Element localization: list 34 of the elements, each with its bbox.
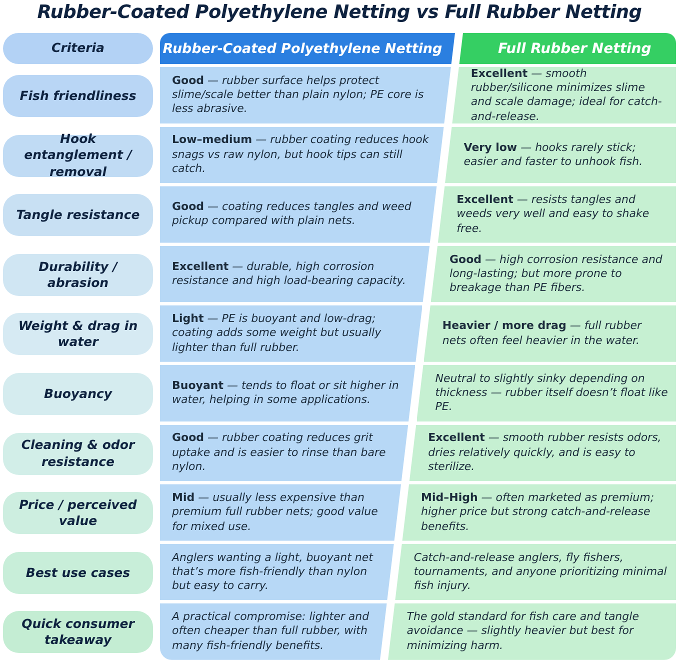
row-header: Quick consumer takeaway — [3, 611, 153, 654]
table-cell: Neutral to slightly sinky depending on thickness — rubber itself doesn’t float like PE. — [416, 365, 676, 422]
table-cell: A practical compromise: lighter and often cheaper than full rubber, with many fish-friendly benefits. — [160, 603, 387, 660]
table-cell: Good — high corrosion resistance and long-lasting; but more prone to breakage than PE fibers. — [430, 246, 676, 302]
table-cell: Good — coating reduces tangles and weed pickup compared with plain nets. — [160, 186, 437, 243]
table-cell: Excellent — resists tangles and weeds very well and easy to shake free. — [438, 186, 676, 243]
column-header: Full Rubber Netting — [459, 33, 676, 64]
row-header: Buoyancy — [3, 373, 153, 415]
row-header: Cleaning & odor resistance — [3, 432, 153, 475]
row-header: Weight & drag in water — [3, 313, 153, 356]
row-header: Fish friendliness — [3, 75, 153, 117]
table-cell: Very low — hooks rarely stick; easier and faster to unhook fish. — [445, 126, 676, 184]
table-cell: Excellent — smooth rubber/silicone minimizes slime and scale damage; ideal for catch-and-release. — [452, 67, 676, 124]
table-cell: Mid–High — often marketed as premium; higher price but strong catch-and-release benefits. — [402, 484, 676, 541]
table-cell: Mid — usually less expensive than premium full rubber nets; good value for mixed use. — [160, 484, 402, 541]
row-header: Tangle resistance — [3, 194, 153, 236]
table-cell: Catch-and-release anglers, fly fishers, tournaments, and anyone prioritizing minimal fish injury. — [395, 544, 676, 600]
table-cell: Good — rubber coating reduces grit uptake and is easier to rinse than bare nylon. — [160, 424, 408, 482]
row-header: Durability / abrasion — [3, 254, 153, 296]
table-cell: Excellent — smooth rubber resists odors, dries relatively quickly, and is easy to sterilize. — [409, 424, 676, 482]
row-header: Price / perceived value — [3, 492, 153, 534]
table-cell: Anglers wanting a light, buoyant net that’s more fish-friendly than nylon but easy to carry. — [160, 544, 394, 600]
table-cell: Excellent — durable, high corrosion resistance and high load-bearing capacity. — [160, 246, 430, 302]
column-header: Criteria — [3, 33, 153, 64]
table-cell: Buoyant — tends to float or sit higher in water, helping in some applications. — [160, 365, 416, 422]
table-cell: Good — rubber surface helps protect slime/scale better than plain nylon; PE core is less abrasive. — [160, 67, 451, 124]
table-cell: Light — PE is buoyant and low-drag; coating adds some weight but usually lighter than full rubber. — [160, 305, 422, 362]
table-cell: The gold standard for fish care and tangle avoidance — slightly heavier but best for minimizing harm. — [388, 603, 676, 660]
table-cell: Heavier / more drag — full rubber nets often feel heavier in the water. — [424, 305, 676, 362]
table-cell: Low–medium — rubber coating reduces hook snags vs raw nylon, but hook tips can still catch. — [160, 126, 444, 184]
row-header: Best use cases — [3, 552, 153, 594]
title: Rubber-Coated Polyethylene Netting vs Full Rubber Netting — [36, 2, 643, 23]
column-header: Rubber-Coated Polyethylene Netting — [160, 33, 455, 64]
row-header: Hook entanglement / removal — [3, 134, 153, 177]
